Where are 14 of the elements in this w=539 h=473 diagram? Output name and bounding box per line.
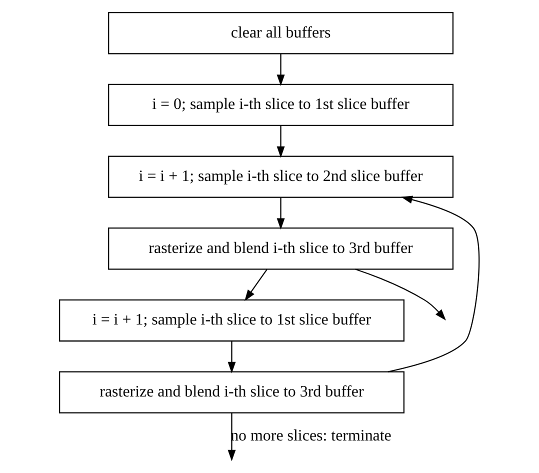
arrow xyxy=(276,54,285,86)
node-box: i = i + 1; sample i-th slice to 2nd slice buffer xyxy=(108,156,454,198)
arrow xyxy=(388,196,480,372)
node-box: clear all buffers xyxy=(108,12,454,54)
node-box: i = i + 1; sample i-th slice to 1st slice buffer xyxy=(59,299,404,342)
node-box: i = 0; sample i-th slice to 1st slice buffer xyxy=(108,84,454,126)
arrow xyxy=(355,268,446,320)
arrow xyxy=(228,341,236,374)
arrow xyxy=(276,198,285,230)
arrow xyxy=(276,126,285,158)
node-box: rasterize and blend i-th slice to 3rd buffer xyxy=(108,228,454,270)
node-box: rasterize and blend i-th slice to 3rd buffer xyxy=(59,371,404,414)
arrow xyxy=(228,412,236,462)
arrow xyxy=(244,269,268,302)
